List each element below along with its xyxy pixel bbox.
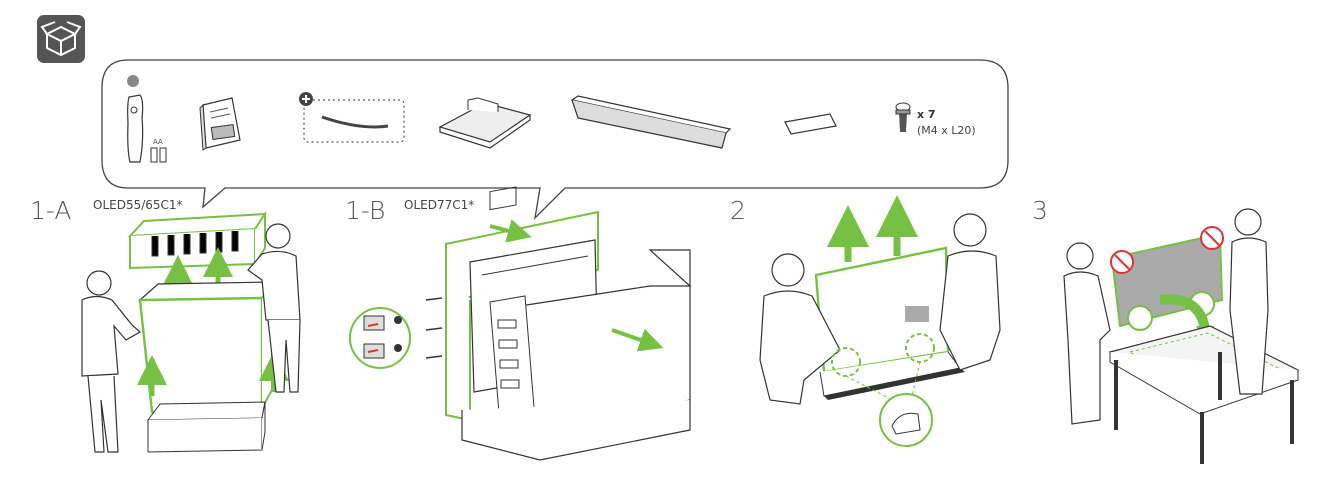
step-3-number: 3 bbox=[1032, 196, 1048, 225]
step-1a-number: 1-A bbox=[30, 196, 72, 225]
step-1b-number: 1-B bbox=[345, 196, 386, 225]
stand-body-icon bbox=[570, 95, 732, 149]
unboxing-icon bbox=[37, 15, 85, 63]
battery-label: AA bbox=[153, 138, 163, 146]
screw-spec: (M4 x L20) bbox=[917, 124, 976, 137]
step-1a-model: OLED55/65C1* bbox=[93, 198, 183, 212]
step-2-illustration bbox=[759, 195, 1001, 447]
stand-base-icon bbox=[438, 97, 532, 149]
screw-icon bbox=[895, 102, 911, 132]
remote-control-icon bbox=[127, 75, 167, 163]
step-1b-illustration bbox=[349, 186, 692, 461]
step-3-illustration bbox=[1063, 208, 1300, 464]
step-1b-model: OLED77C1* bbox=[404, 198, 475, 212]
cable-icon bbox=[299, 92, 405, 143]
step-1a-illustration bbox=[81, 210, 301, 453]
cable-holder-icon bbox=[784, 113, 837, 135]
manual-icon bbox=[199, 97, 241, 151]
screw-quantity: x 7 bbox=[917, 108, 936, 121]
step-2-number: 2 bbox=[730, 196, 746, 225]
